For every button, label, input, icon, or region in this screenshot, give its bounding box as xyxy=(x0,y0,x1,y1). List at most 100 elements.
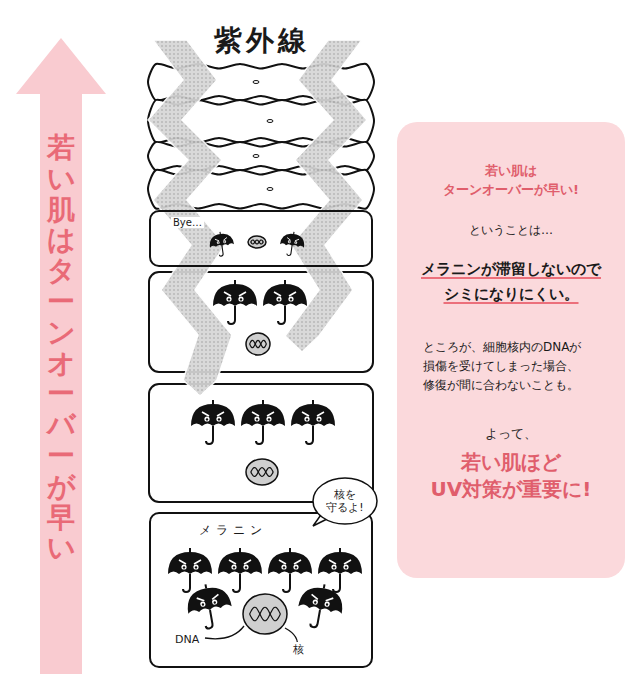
umbrella-pupil xyxy=(256,418,258,420)
melanin-umbrella xyxy=(279,230,306,257)
umbrella-eye xyxy=(204,416,209,421)
umbrella-tip xyxy=(339,548,341,552)
melanin-umbrella xyxy=(213,280,257,324)
panel-highlight: メラニンが滞留しないので シミになりにくい。 xyxy=(409,257,614,308)
umbrella-tip xyxy=(323,584,326,588)
melanin-umbrella xyxy=(208,230,235,257)
dna-helix xyxy=(250,607,281,620)
cell-nucleus xyxy=(248,236,266,248)
melanin-umbrella xyxy=(263,280,307,324)
umbrella-tip xyxy=(239,548,241,552)
umbrella-brows xyxy=(179,560,201,564)
umbrella-handle xyxy=(283,574,290,592)
dna-helix xyxy=(250,340,267,347)
cell-nucleus xyxy=(243,594,287,634)
dna-helix xyxy=(251,240,264,244)
umbrella-eye xyxy=(266,416,271,421)
umbrella-handle xyxy=(183,574,190,592)
umbrella-pupil xyxy=(314,601,317,604)
layer-mark xyxy=(267,120,273,123)
umbrella-canopy xyxy=(280,232,306,247)
umbrella-pupil xyxy=(318,418,320,420)
umbrella-eye xyxy=(216,416,221,421)
umbrella-handle xyxy=(228,306,235,324)
umbrella-brows xyxy=(224,292,246,296)
umbrella-pupil xyxy=(290,298,292,300)
umbrella-tip xyxy=(212,400,214,404)
umbrella-eye xyxy=(276,296,281,301)
umbrella-pupil xyxy=(213,601,216,604)
dna-helix xyxy=(250,340,267,347)
umbrella-tip xyxy=(204,584,207,588)
umbrella-pupil xyxy=(295,242,296,243)
cell-nucleus xyxy=(246,459,278,485)
umbrella-eye xyxy=(288,240,291,243)
melanin-umbrella xyxy=(191,400,235,444)
umbrella-tip xyxy=(289,548,291,552)
umbrella-handle xyxy=(278,306,285,324)
part-label: メラニン xyxy=(197,522,269,539)
turnover-arrow: 若い肌はターンオーバーが早い xyxy=(14,38,108,676)
umbrella-eye xyxy=(238,296,243,301)
umbrella-pupil xyxy=(288,241,289,242)
panel-conclusion: 若い肌ほど UV対策が重要に! xyxy=(418,449,604,503)
umbrella-eye xyxy=(343,564,348,569)
bubble-body xyxy=(313,478,377,524)
umbrella-pupil xyxy=(345,566,347,568)
umbrella-handle xyxy=(233,574,240,592)
layer-mark xyxy=(253,81,259,84)
umbrella-pupil xyxy=(283,566,285,568)
umbrella-eye xyxy=(293,564,298,569)
umbrella-canopy xyxy=(208,232,234,247)
umbrella-brows xyxy=(252,412,274,416)
umbrella-pupil xyxy=(233,566,235,568)
umbrella-tip xyxy=(234,280,236,284)
panel-text: ところが、細胞核内のDNAが 損傷を受けてしまった場合、 修復が間に合わないこと… xyxy=(423,338,599,396)
umbrella-brows xyxy=(329,560,351,564)
umbrella-tip xyxy=(293,232,294,234)
umbrella-handle xyxy=(206,426,213,444)
umbrella-brows xyxy=(302,412,324,416)
part-label: 核 xyxy=(293,642,304,657)
umbrella-eye xyxy=(294,241,297,244)
umbrella-handle xyxy=(287,245,292,255)
panel-text: ということは… xyxy=(469,222,553,239)
umbrella-pupil xyxy=(240,298,242,300)
umbrella-handle xyxy=(333,574,340,592)
umbrella-canopy xyxy=(298,585,345,614)
umbrella-pupil xyxy=(224,241,225,242)
nucleus-body xyxy=(248,236,266,248)
umbrella-canopy xyxy=(263,284,307,306)
umbrella-pupil xyxy=(195,566,197,568)
umbrella-eye xyxy=(217,241,220,244)
umbrella-pupil xyxy=(183,566,185,568)
umbrella-handle xyxy=(306,426,313,444)
umbrella-canopy xyxy=(291,404,335,426)
umbrella-tip xyxy=(262,400,264,404)
umbrella-eye xyxy=(312,599,318,605)
umbrella-eye xyxy=(181,564,186,569)
umbrella-brows xyxy=(229,560,251,564)
umbrella-pupil xyxy=(295,566,297,568)
melanin-umbrella xyxy=(218,548,262,592)
umbrella-eye xyxy=(281,564,286,569)
umbrella-pupil xyxy=(326,603,329,606)
info-panel: 若い肌は ターンオーバーが早い!ということは…メラニンが滞留しないので シミにな… xyxy=(397,122,625,578)
umbrella-handle xyxy=(310,609,320,628)
layer-mark xyxy=(267,188,273,191)
cell-label: Bye… xyxy=(171,217,204,228)
umbrella-pupil xyxy=(202,603,205,606)
uv-ray xyxy=(148,40,232,396)
diagram-title: 紫外線 xyxy=(150,22,374,60)
umbrella-handle xyxy=(256,426,263,444)
umbrella-pupil xyxy=(206,418,208,420)
arrow-label: 若い肌はターンオーバーが早い xyxy=(47,133,75,564)
umbrella-eye xyxy=(316,416,321,421)
umbrella-canopy xyxy=(241,404,285,426)
nucleus-body xyxy=(243,594,287,634)
cell-nucleus xyxy=(246,333,270,355)
umbrella-canopy xyxy=(185,585,232,614)
umbrella-canopy xyxy=(218,552,262,574)
umbrella-canopy xyxy=(191,404,235,426)
